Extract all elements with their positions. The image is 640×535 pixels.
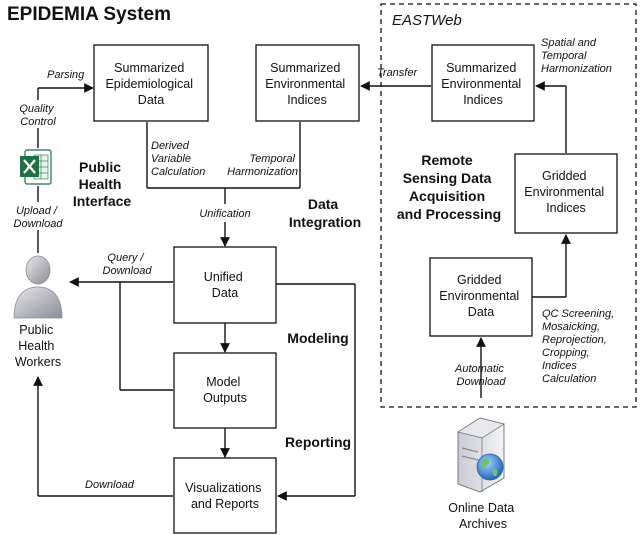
label-modeling: Modeling <box>287 330 348 346</box>
box-epi-line1: Summarized <box>114 61 184 75</box>
box-epi-line2: Epidemiological <box>105 77 193 91</box>
excel-icon <box>20 149 52 185</box>
box-gridded-data: Gridded Environmental Data <box>429 257 533 337</box>
box-visualizations: Visualizations and Reports <box>173 457 277 534</box>
server-globe-icon <box>457 417 505 493</box>
edge-qc-steps: QC Screening, Mosaicking, Reprojection, … <box>542 308 617 385</box>
box-env-indices-left: Summarized Environmental Indices <box>255 44 360 122</box>
svg-text:Visualizations and Repor: Visualizations and Reports <box>185 481 265 511</box>
edge-transfer: Transfer <box>377 67 418 79</box>
svg-text:Summarized Epidemiologic: Summarized Epidemiological Data <box>105 61 196 107</box>
connectors <box>33 81 571 501</box>
person-icon <box>13 255 63 319</box>
label-public-health-interface: Public Health Interface <box>73 159 132 209</box>
eastweb-region <box>380 3 637 408</box>
edge-parsing: Parsing <box>47 69 85 81</box>
box-model-outputs: Model Outputs <box>173 352 277 429</box>
edge-automatic-download: Automatic Download <box>454 363 507 388</box>
edge-download: Download <box>85 479 135 491</box>
box-epi-line3: Data <box>138 93 164 107</box>
edge-unification: Unification <box>199 208 250 220</box>
box-gridded-indices: Gridded Environmental Indices <box>514 153 618 234</box>
box-env-indices-eastweb: Summarized Environmental Indices <box>431 44 535 122</box>
box-epi-data: Summarized Epidemiological Data <box>93 44 209 122</box>
edge-spatial: Spatial and Temporal Harmonization <box>541 37 612 75</box>
svg-text:Model Outputs: Model Outputs <box>203 375 247 405</box>
edge-temporal: Temporal Harmonization <box>227 153 298 178</box>
diagram-title: EPIDEMIA System <box>7 4 171 25</box>
node-online-archives: Online Data Archives <box>448 501 518 531</box>
svg-text:Gridded Environmental: Gridded Environmental Indices <box>524 169 607 215</box>
label-data-integration: Data Integration <box>289 196 361 230</box>
label-reporting: Reporting <box>285 434 351 450</box>
svg-text:Summarized Environmental: Summarized Environmental Indices <box>441 61 524 107</box>
edge-query-download: Query / Download <box>103 252 153 277</box>
box-unified-data: Unified Data <box>173 246 277 324</box>
eastweb-title: EASTWeb <box>392 12 462 29</box>
svg-text:Summarized Environmental: Summarized Environmental Indices <box>265 61 348 107</box>
edge-derived: Derived Variable Calculation <box>151 140 205 178</box>
edge-quality-control: Quality Control <box>19 103 56 128</box>
node-public-health-workers: Public Health Workers <box>15 323 61 369</box>
edge-upload-download: Upload / Download <box>14 205 64 230</box>
label-remote-sensing: Remote Sensing Data Acquisition and Proc… <box>397 152 501 222</box>
svg-text:Unified Data: Unified Data <box>204 270 246 300</box>
svg-text:Gridded Environmental: Gridded Environmental Data <box>439 273 522 319</box>
